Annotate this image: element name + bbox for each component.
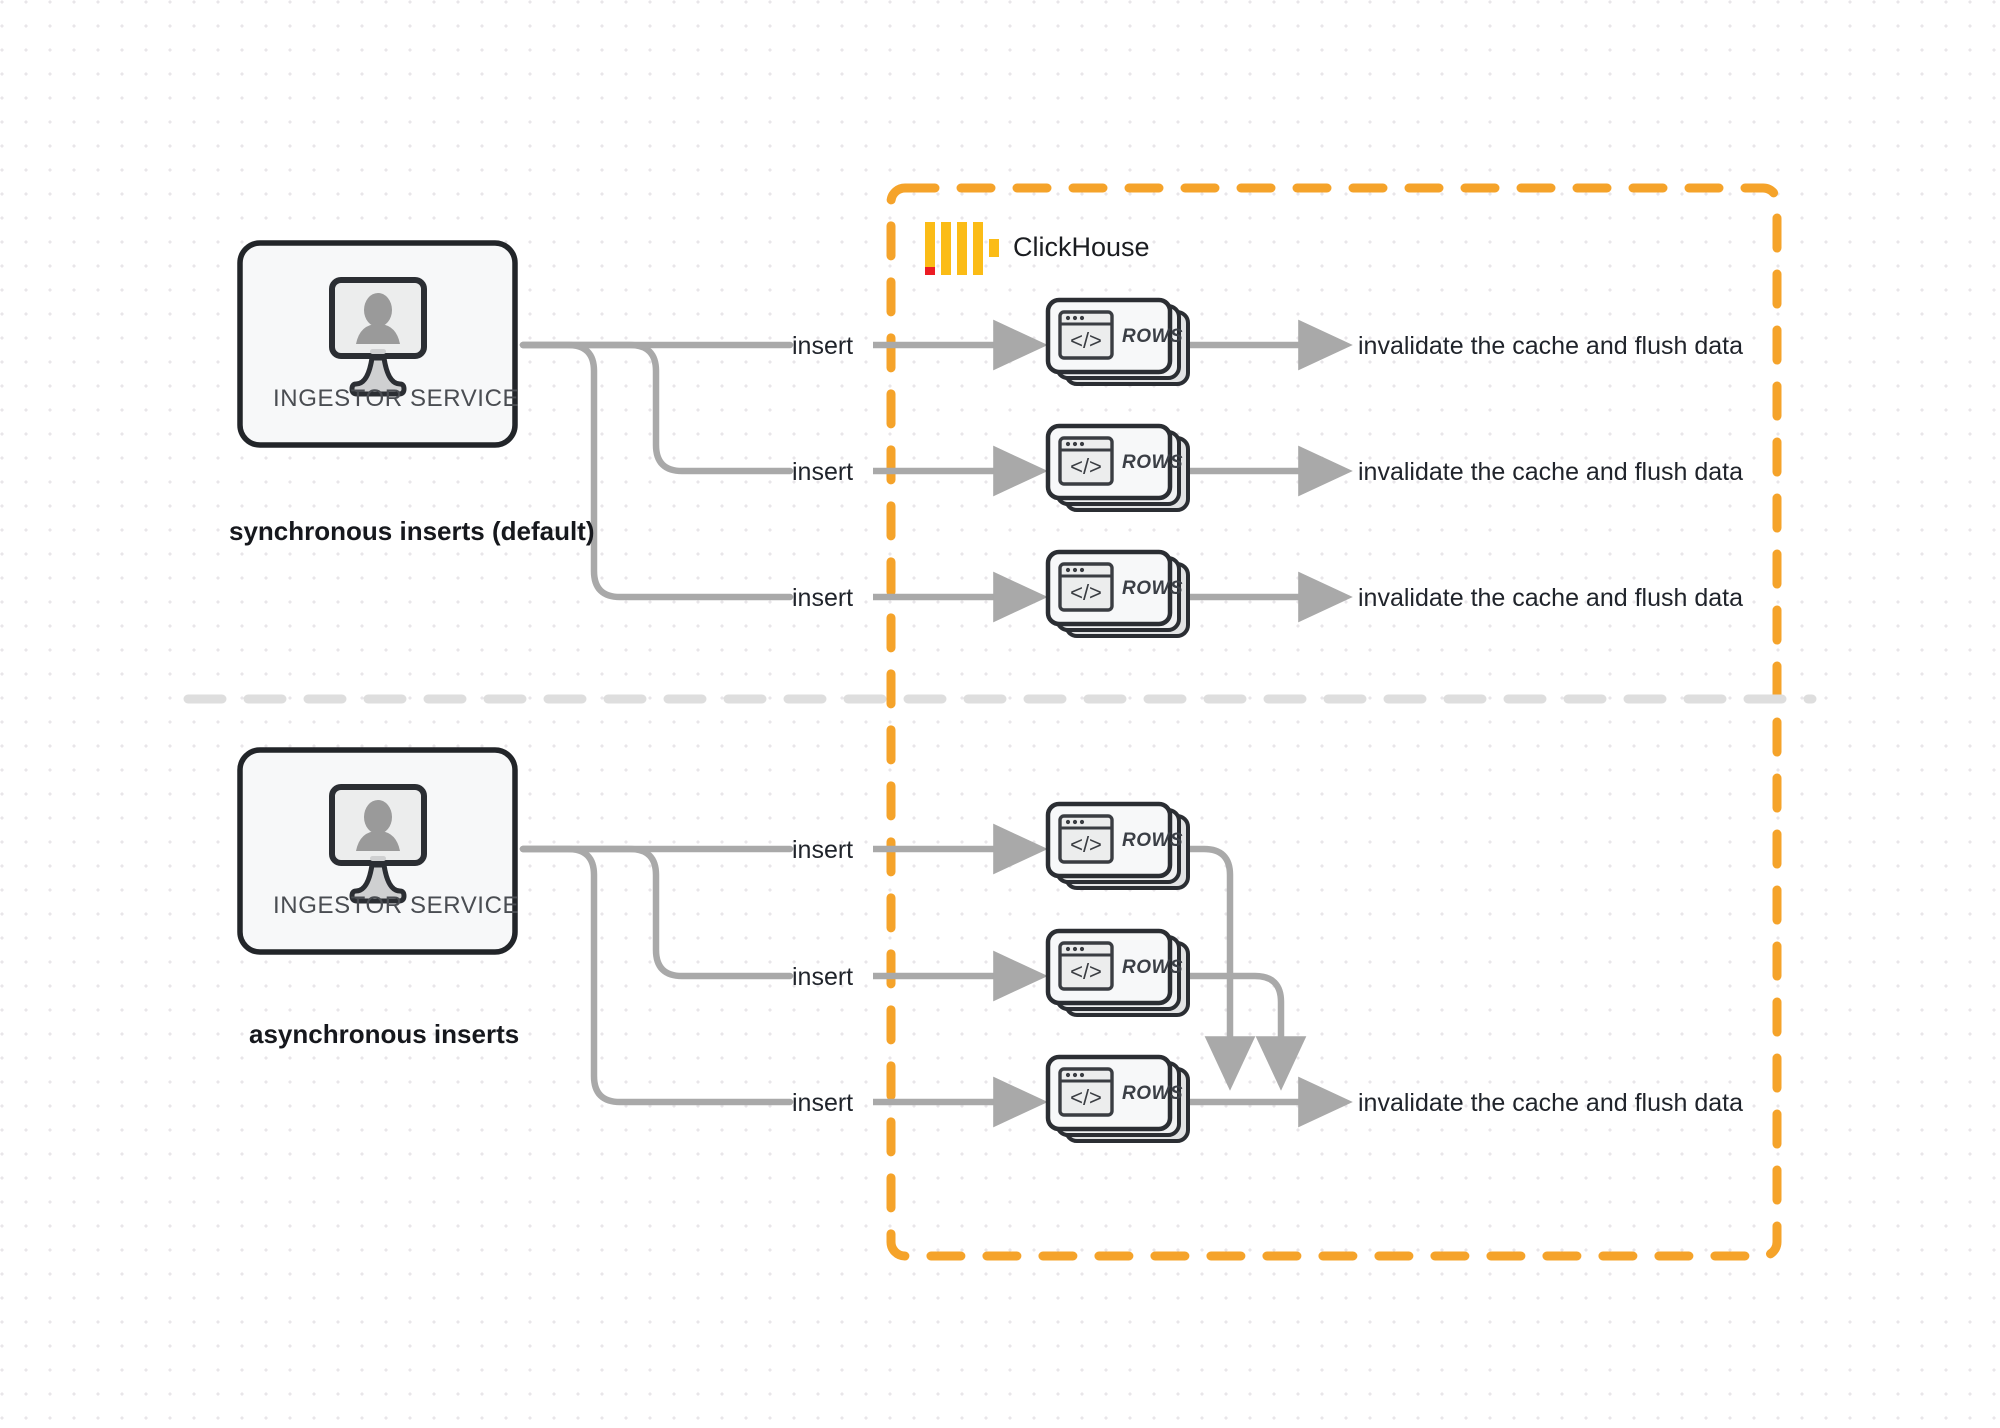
sink-label-sync-1: invalidate the cache and flush data [1358,332,1743,360]
monitor-user-icon-async [329,784,427,904]
insert-label-sync-1: insert [792,332,854,360]
async-branch-row2 [519,845,794,980]
svg-text:</>: </> [1070,832,1102,857]
insert-label-async-2: insert [792,963,854,991]
clickhouse-logo [925,222,999,275]
insert-label-sync-2: insert [792,458,854,486]
sync-branch-row3 [519,341,794,601]
ingestor-service-box-async[interactable] [237,747,518,955]
svg-text:</>: </> [1070,580,1102,605]
svg-text:</>: </> [1070,1085,1102,1110]
insert-label-sync-3: insert [792,584,854,612]
rows-label-sync-2: ROWS [1122,452,1184,473]
clickhouse-boundary [886,183,1782,1261]
rows-node-sync-3[interactable]: </> [1045,549,1190,638]
sink-label-sync-3: invalidate the cache and flush data [1358,584,1743,612]
insert-label-async-1: insert [792,836,854,864]
rows-label-sync-1: ROWS [1122,326,1184,347]
rows-label-async-1: ROWS [1122,830,1184,851]
svg-text:</>: </> [1070,959,1102,984]
async-branch-row3 [519,845,794,1106]
sink-label-sync-2: invalidate the cache and flush data [1358,458,1743,486]
ingestor-caption-sync: INGESTOR SERVICE [273,385,520,412]
ingestor-service-box-sync[interactable] [237,240,518,448]
sync-branch-row2 [519,341,794,475]
rows-node-async-2[interactable]: </> [1045,928,1190,1017]
section-label-synchronous: synchronous inserts (default) [229,516,595,546]
sink-label-async-merged: invalidate the cache and flush data [1358,1089,1743,1117]
async-merge-from-row2 [1186,972,1307,1091]
rows-node-sync-2[interactable]: </> [1045,423,1190,512]
clickhouse-title: ClickHouse [1013,232,1150,262]
rows-label-async-2: ROWS [1122,957,1184,978]
insert-label-async-3: insert [792,1089,854,1117]
rows-node-async-1[interactable]: </> [1045,801,1190,890]
svg-text:</>: </> [1070,454,1102,479]
rows-node-sync-1[interactable]: </> [1045,297,1190,386]
section-label-asynchronous: asynchronous inserts [249,1019,520,1049]
rows-label-sync-3: ROWS [1122,578,1184,599]
svg-text:</>: </> [1070,328,1102,353]
rows-node-async-3[interactable]: </> [1045,1054,1190,1143]
monitor-user-icon-sync [329,277,427,397]
ingestor-caption-async: INGESTOR SERVICE [273,892,520,919]
rows-label-async-3: ROWS [1122,1083,1184,1104]
async-merge-from-row1 [1186,845,1256,1091]
